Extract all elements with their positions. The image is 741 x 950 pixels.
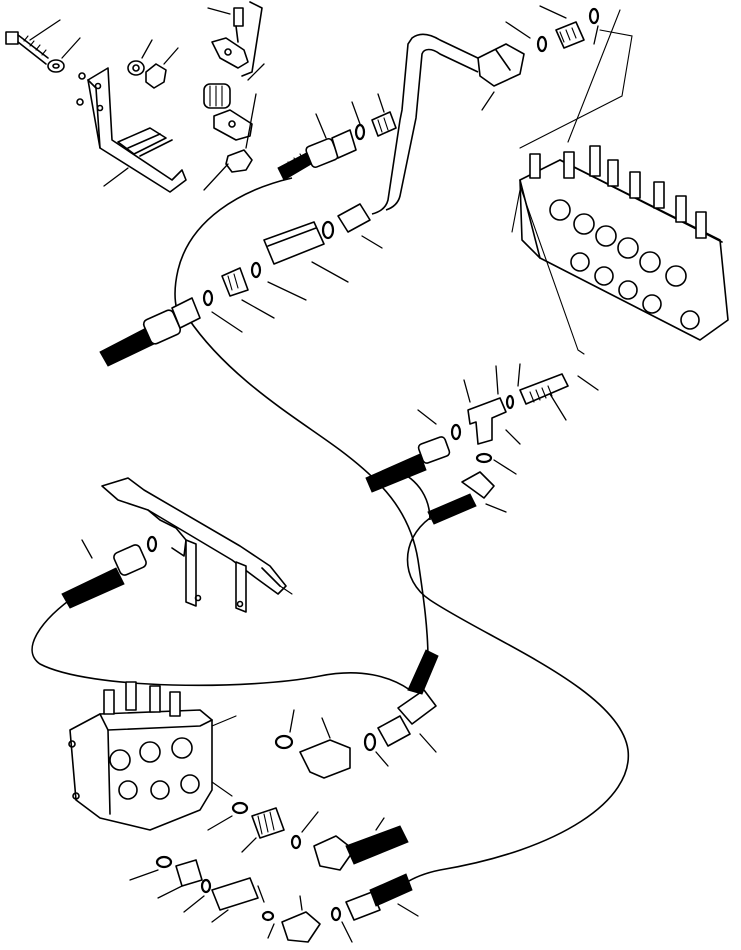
elbow-top: [477, 5, 600, 111]
hose-end-manifold: [61, 535, 158, 609]
hose-clamp: [203, 1, 265, 191]
hose-right-loop: [403, 517, 630, 885]
mounting-bracket: [76, 67, 187, 193]
fitting-mid-upper: [202, 203, 383, 333]
lower-elbow-upper: [274, 649, 439, 779]
hose-end-left-upper: [99, 297, 201, 367]
hose-end-upper: [277, 113, 357, 181]
guide-line-top: [519, 29, 633, 149]
manifold: [101, 477, 293, 613]
lower-adapter: [207, 801, 409, 871]
lower-line-fittings: [129, 855, 419, 943]
washer: [47, 37, 81, 73]
control-valve-upper: [519, 9, 729, 355]
small-fitting: [203, 83, 231, 109]
elbow-mid: [427, 471, 507, 525]
adapter-upper: [351, 93, 397, 141]
nut: [127, 39, 179, 89]
control-valve-lower: [68, 681, 237, 831]
hose-end-mid: [365, 409, 462, 493]
rigid-tube: [371, 33, 483, 215]
valve-spools: [529, 145, 707, 239]
tee-fitting: [463, 363, 599, 475]
valve-sections: [549, 199, 700, 330]
bolt: [5, 19, 61, 65]
hose-left-loop: [31, 593, 411, 691]
guide-line-right: [511, 189, 521, 233]
